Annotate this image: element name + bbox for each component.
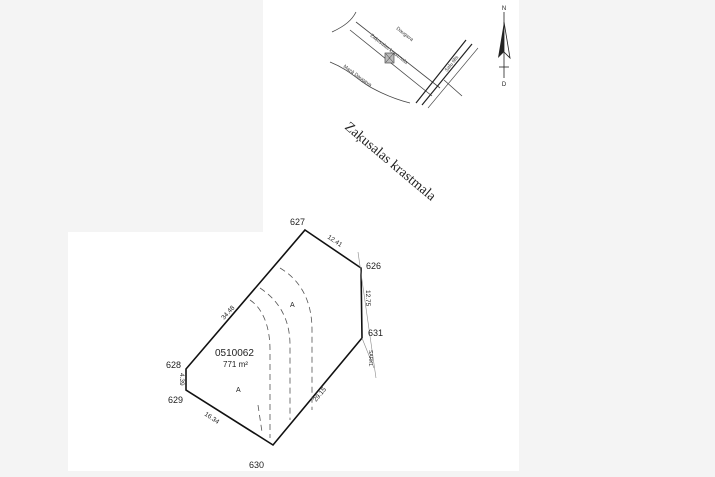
map-paper-lower bbox=[68, 232, 519, 471]
bridge-line bbox=[415, 39, 467, 104]
riverbank-line bbox=[331, 11, 357, 33]
riverbank-line bbox=[329, 61, 411, 104]
red-line bbox=[357, 251, 377, 379]
south-label: D bbox=[502, 82, 507, 88]
zone-label: A bbox=[236, 387, 241, 394]
servitude-zones bbox=[249, 267, 313, 438]
bridge-line bbox=[421, 43, 473, 106]
bridge-line bbox=[427, 47, 479, 109]
red-line bbox=[361, 337, 375, 369]
parcel-marker-icon bbox=[384, 52, 395, 64]
side-length-label: 29.15 bbox=[312, 386, 328, 403]
point-label: 626 bbox=[366, 261, 381, 271]
point-label: 627 bbox=[290, 217, 305, 227]
cadastral-id: 0510062 bbox=[215, 348, 254, 359]
location-inset: Daugava Zaķusalas krastmala Mazā Daugava… bbox=[329, 11, 479, 109]
parcel-area: 771 m² bbox=[223, 360, 248, 369]
inset-label-river: Daugava bbox=[395, 26, 415, 43]
map-paper-upper bbox=[263, 0, 519, 232]
north-label: N bbox=[502, 6, 506, 12]
red-line-note: SARKL bbox=[367, 350, 373, 367]
zone-label: A bbox=[290, 302, 295, 309]
road-edge bbox=[355, 21, 441, 89]
point-label: 630 bbox=[249, 460, 264, 470]
inset-label-small-river: Mazā Daugava bbox=[342, 64, 373, 89]
road-edge bbox=[443, 79, 463, 97]
side-length-label: 4.39 bbox=[178, 373, 185, 386]
point-label: 631 bbox=[368, 328, 383, 338]
side-length-label: 12.75 bbox=[364, 290, 371, 307]
side-length-label: 16.34 bbox=[203, 411, 221, 426]
point-label: 629 bbox=[168, 395, 183, 405]
street-name-label: Zaķusalas krastmala bbox=[341, 120, 438, 205]
north-arrow-icon bbox=[498, 12, 511, 78]
parcel-polygon bbox=[185, 228, 363, 447]
point-label: 628 bbox=[166, 360, 181, 370]
